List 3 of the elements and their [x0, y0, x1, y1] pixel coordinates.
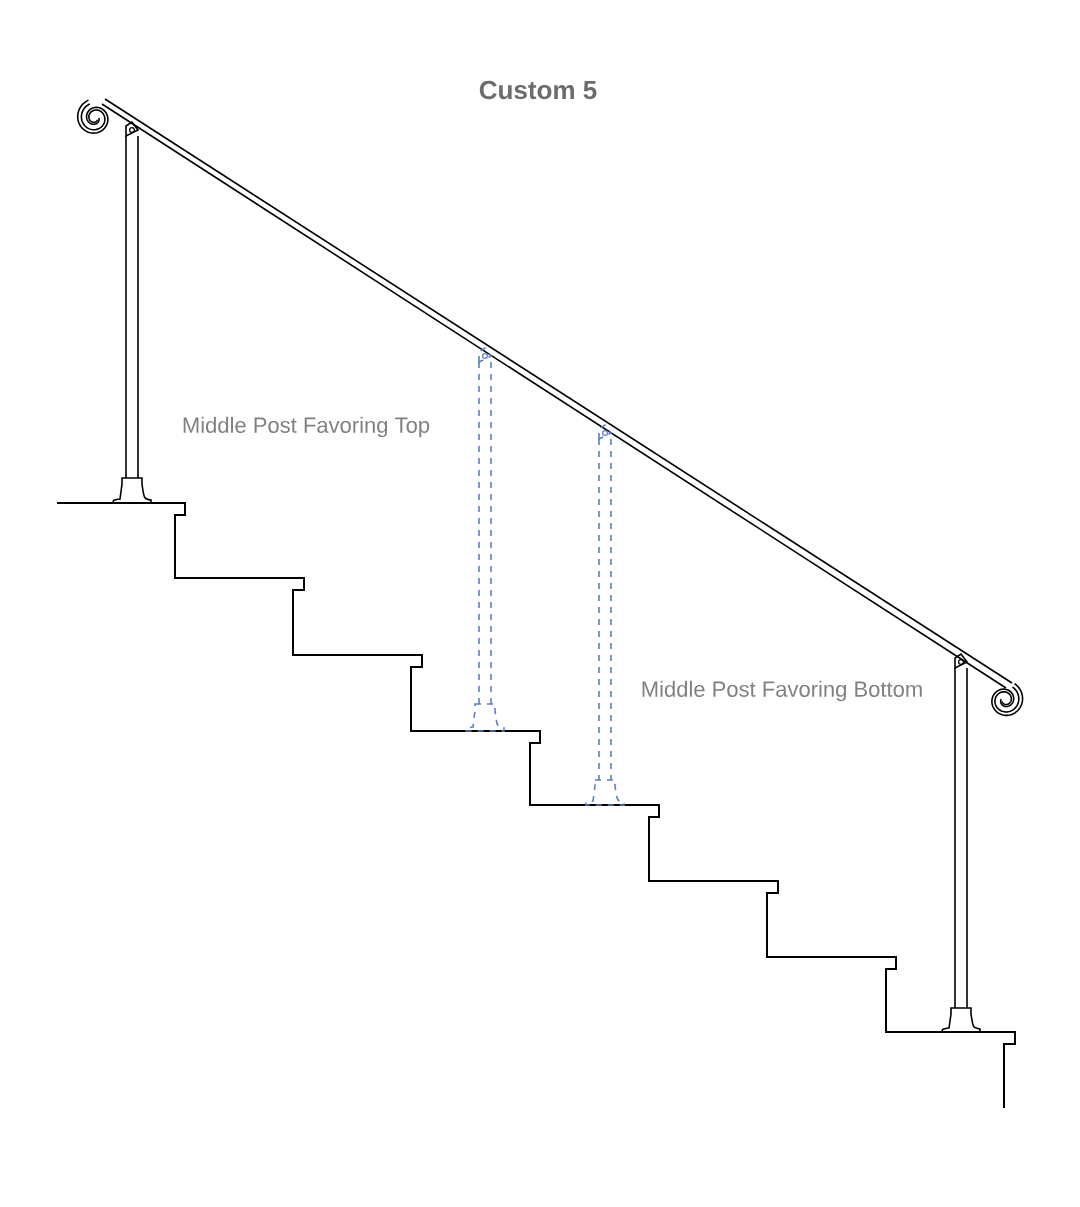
title: Custom 5: [479, 80, 597, 100]
label: Middle Post Favoring Bottom: [642, 680, 922, 702]
label: Middle Post Favoring Top: [183, 416, 430, 438]
